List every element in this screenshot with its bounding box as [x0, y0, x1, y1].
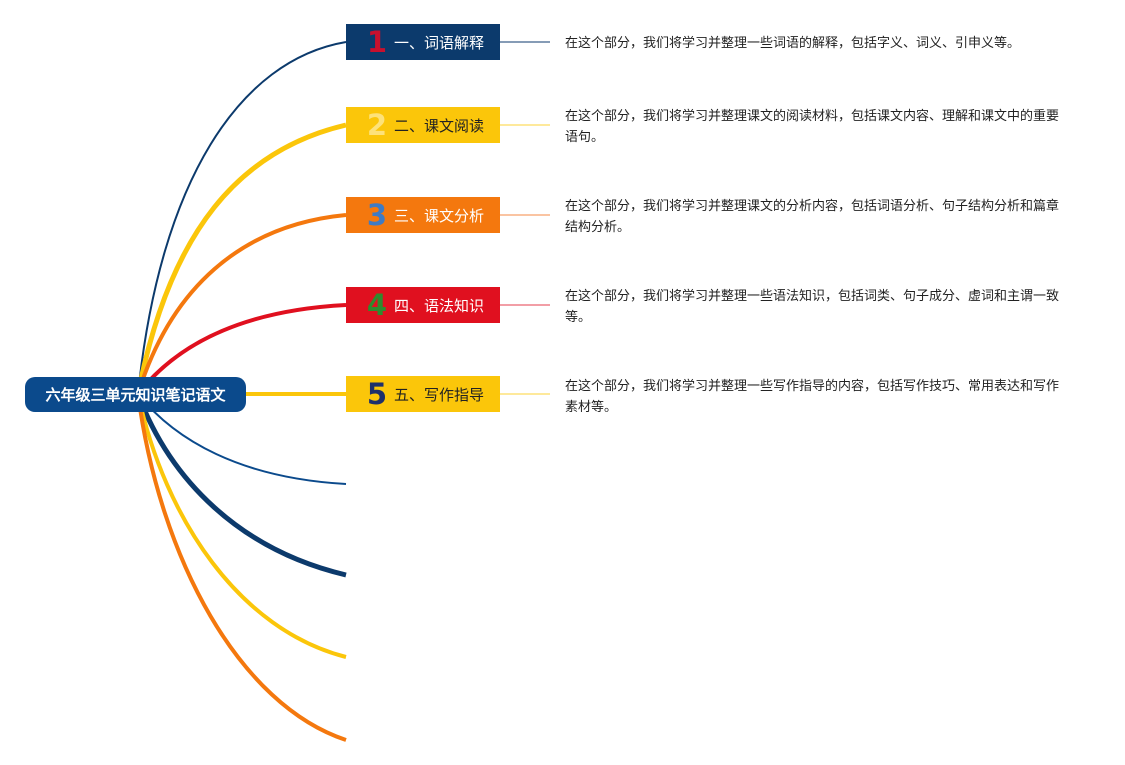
branch-description-4: 在这个部分，我们将学习并整理一些语法知识，包括词类、句子成分、虚词和主谓一致等。: [565, 289, 1060, 325]
branch-description-2: 在这个部分，我们将学习并整理课文的阅读材料，包括课文内容、理解和课文中的重要语句…: [565, 109, 1060, 145]
branch-number-1: 1: [366, 25, 388, 59]
branch-node-1[interactable]: 1 一、词语解释: [346, 24, 500, 60]
branch-label-3: 三、课文分析: [394, 206, 485, 225]
branch-node-3[interactable]: 3 三、课文分析: [346, 197, 500, 233]
connector-branch-4: [136, 303, 347, 396]
branch-label-4: 四、语法知识: [394, 296, 485, 315]
branch-node-2[interactable]: 2 二、课文阅读: [346, 107, 500, 143]
branch-number-2: 2: [366, 108, 388, 142]
branch-node-5[interactable]: 5 五、写作指导: [346, 376, 500, 412]
branch-number-3: 3: [366, 198, 388, 232]
connector-branch-1: [137, 41, 347, 395]
connector-empty-4: [136, 393, 347, 742]
root-topic[interactable]: 六年级三单元知识笔记语文: [25, 377, 246, 412]
connector-branch-2: [135, 122, 347, 395]
branch-label-1: 一、词语解释: [394, 33, 485, 52]
branch-number-5: 5: [366, 377, 388, 411]
branch-label-2: 二、课文阅读: [394, 116, 485, 135]
branch-label-5: 五、写作指导: [394, 385, 485, 404]
connector-branch-3: [136, 213, 347, 395]
branch-description-1: 在这个部分，我们将学习并整理一些词语的解释，包括字义、词义、引申义等。: [565, 36, 1021, 51]
branch-node-4[interactable]: 4 四、语法知识: [346, 287, 500, 323]
branch-description-5: 在这个部分，我们将学习并整理一些写作指导的内容，包括写作技巧、常用表达和写作素材…: [565, 379, 1060, 415]
connector-empty-2: [135, 393, 347, 578]
branch-description-3: 在这个部分，我们将学习并整理课文的分析内容，包括词语分析、句子结构分析和篇章结构…: [565, 199, 1060, 235]
connector-empty-3: [136, 393, 347, 659]
branch-number-4: 4: [366, 288, 388, 322]
